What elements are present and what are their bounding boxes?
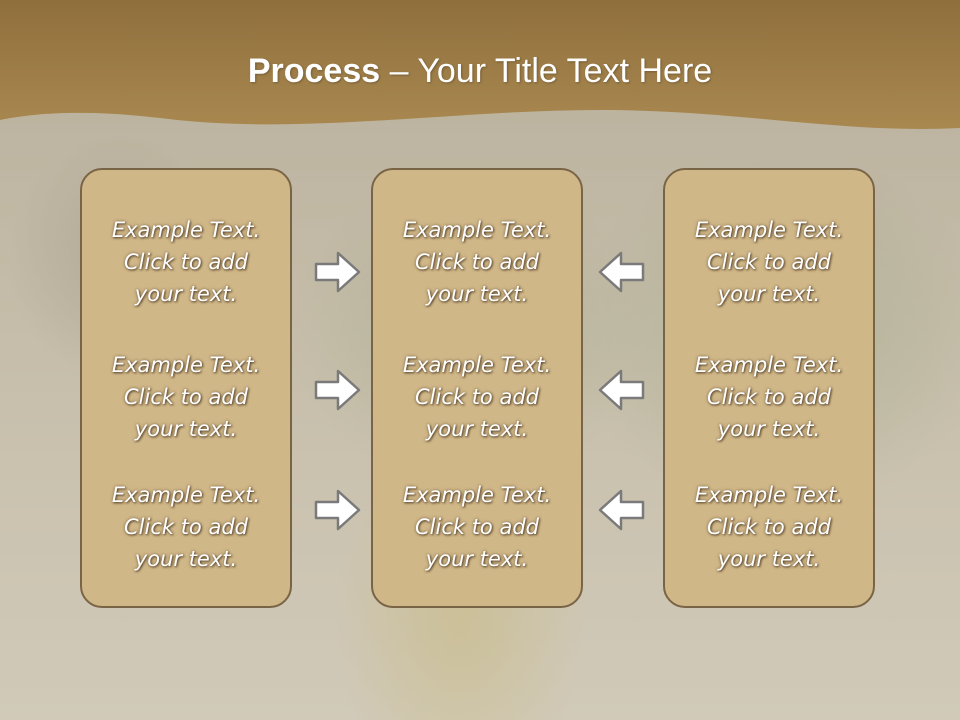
process-text-center-3[interactable]: Example Text. Click to add your text. [402,483,552,571]
process-text-center-1[interactable]: Example Text. Click to add your text. [402,218,552,306]
left-arrow-icon [598,369,645,411]
process-text-right-1[interactable]: Example Text. Click to add your text. [694,218,844,306]
process-text-left-3[interactable]: Example Text. Click to add your text. [111,483,261,571]
left-arrow-icon [598,251,645,293]
title-bold: Process [247,52,381,90]
process-box-left[interactable]: Example Text. Click to add your text. Ex… [80,168,292,608]
right-arrow-icon [314,489,361,531]
right-arrow-icon [314,251,361,293]
process-box-right[interactable]: Example Text. Click to add your text. Ex… [663,168,875,608]
process-text-right-2[interactable]: Example Text. Click to add your text. [694,353,844,441]
title-rest: – Your Title Text Here [380,52,713,90]
process-text-left-1[interactable]: Example Text. Click to add your text. [111,218,261,306]
process-box-center[interactable]: Example Text. Click to add your text. Ex… [371,168,583,608]
process-text-right-3[interactable]: Example Text. Click to add your text. [694,483,844,571]
slide-title[interactable]: Process – Your Title Text Here [0,52,960,91]
right-arrow-icon [314,369,361,411]
header-band [0,0,960,129]
process-text-center-2[interactable]: Example Text. Click to add your text. [402,353,552,441]
left-arrow-icon [598,489,645,531]
process-text-left-2[interactable]: Example Text. Click to add your text. [111,353,261,441]
